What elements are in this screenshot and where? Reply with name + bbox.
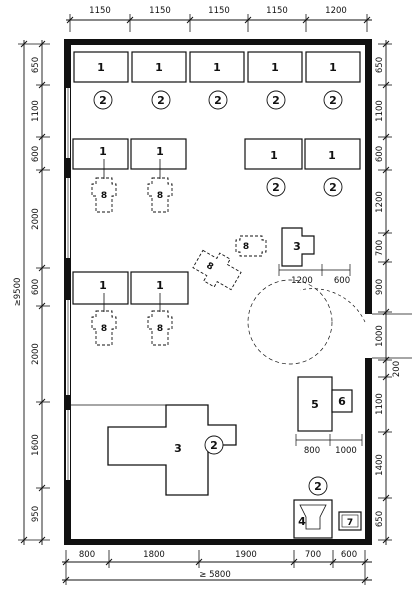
dim-right-6: 900	[375, 279, 385, 295]
top-dimension-line: 1150 1150 1150 1150 1200	[66, 6, 372, 32]
right-units: 5 6 800 1000	[295, 376, 363, 456]
label-bench-10: 1	[99, 279, 107, 292]
dim-left-7: 1600	[31, 434, 41, 456]
seat-3: 2	[214, 94, 222, 107]
lower-unit-3: 3 2	[107, 404, 237, 496]
dim-left-4: 2000	[31, 208, 41, 230]
dim-inner-1200: 1200	[291, 276, 313, 286]
chair-5: 8	[101, 324, 107, 334]
label-bench-7: 1	[156, 145, 164, 158]
bench-3	[189, 51, 245, 83]
seat-8: 2	[210, 439, 218, 452]
dim-right-1: 650	[375, 57, 385, 73]
dim-right-8: 200	[392, 361, 402, 377]
seat-9: 2	[314, 480, 322, 493]
dim-left-2: 1100	[31, 100, 41, 122]
dim-bottom-2: 1800	[143, 550, 165, 560]
label-bench-6: 1	[99, 145, 107, 158]
top-row-benches: 1 1 1 1 1	[73, 51, 361, 83]
dim-right-4: 1200	[375, 191, 385, 213]
label-bench-5: 1	[329, 61, 337, 74]
dim-right-10: 1400	[375, 454, 385, 476]
dim-right-3: 600	[375, 146, 385, 162]
label-unit-6: 6	[338, 395, 346, 408]
seat-4: 2	[272, 94, 280, 107]
dim-top-1: 1150	[89, 6, 111, 16]
second-row-right: 1 1 2 2	[244, 138, 361, 197]
bench-4	[247, 51, 303, 83]
dim-inner-600: 600	[334, 276, 350, 286]
rotated-chair-8: 8	[192, 249, 242, 291]
label-unit-5: 5	[311, 398, 319, 411]
dim-right-5: 700	[375, 240, 385, 256]
dim-left-1: 650	[31, 57, 41, 73]
seat-6: 2	[272, 181, 280, 194]
dim-left-6: 2000	[31, 343, 41, 365]
third-row-left: 1 1 8 8	[72, 271, 189, 346]
middle-unit-3: 3 8 1200 600	[235, 227, 351, 286]
seat-5: 2	[329, 94, 337, 107]
dim-total-width: ≥ 5800	[199, 570, 230, 580]
bench-5	[305, 51, 361, 83]
label-unit-4: 4	[298, 515, 306, 528]
right-dimension-line: 650 1100 600 1200 700 900 1000 200 1100 …	[375, 40, 402, 545]
dim-left-5: 600	[31, 279, 41, 295]
second-row-left: 1 1 8 8	[72, 138, 187, 213]
dim-left-3: 600	[31, 146, 41, 162]
label-bench-1: 1	[97, 61, 105, 74]
label-unit-7: 7	[347, 518, 353, 528]
dim-top-2: 1150	[149, 6, 171, 16]
dim-right-9: 1100	[375, 393, 385, 415]
chair-3: 8	[243, 242, 249, 252]
label-bench-11: 1	[156, 279, 164, 292]
label-unit-3-big: 3	[174, 442, 182, 455]
top-row-seats: 2 2 2 2 2	[93, 90, 343, 110]
dim-right-11: 650	[375, 511, 385, 527]
chair-2: 8	[157, 191, 163, 201]
dim-inner-800: 800	[304, 446, 320, 456]
bottom-right-units: 2 4 7	[293, 476, 362, 539]
dim-total-height: ≥9500	[13, 278, 23, 307]
seat-1: 2	[99, 94, 107, 107]
label-bench-2: 1	[155, 61, 163, 74]
label-bench-8: 1	[270, 149, 278, 162]
dim-left-8: 950	[31, 506, 41, 522]
dim-top-4: 1150	[266, 6, 288, 16]
bench-2	[131, 51, 187, 83]
chair-1: 8	[101, 191, 107, 201]
chair-6: 8	[157, 324, 163, 334]
dim-right-7: 1000	[375, 325, 385, 347]
dim-bottom-3: 1900	[235, 550, 257, 560]
dim-inner-1000: 1000	[335, 446, 357, 456]
dim-bottom-4: 700	[305, 550, 321, 560]
label-unit-3-mid: 3	[293, 240, 301, 253]
chair-4: 8	[204, 261, 214, 273]
label-bench-4: 1	[271, 61, 279, 74]
label-bench-3: 1	[213, 61, 221, 74]
outer-walls	[64, 39, 412, 545]
seat-7: 2	[329, 181, 337, 194]
dim-right-2: 1100	[375, 100, 385, 122]
seat-2: 2	[157, 94, 165, 107]
bench-1	[73, 51, 129, 83]
dim-bottom-1: 800	[79, 550, 95, 560]
bottom-dimension-line: 800 1800 1900 700 600 ≥ 5800	[62, 550, 372, 585]
dim-top-3: 1150	[208, 6, 230, 16]
left-dimension-line: 650 1100 600 2000 600 2000 1600 950 ≥950…	[13, 40, 50, 545]
dim-bottom-5: 600	[341, 550, 357, 560]
dim-top-5: 1200	[325, 6, 347, 16]
label-bench-9: 1	[328, 149, 336, 162]
